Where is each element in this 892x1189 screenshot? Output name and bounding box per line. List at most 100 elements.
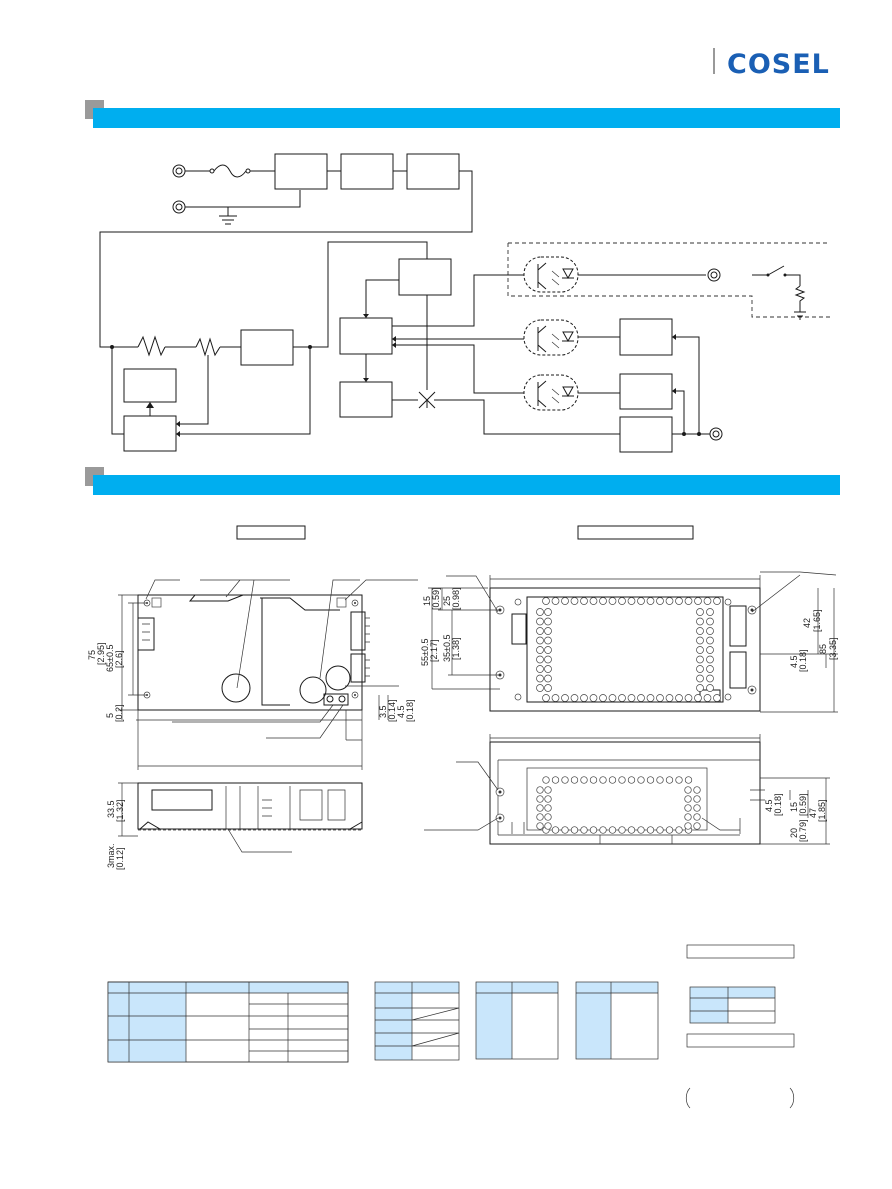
vent-hole [703, 694, 712, 702]
table-b [374, 981, 460, 1061]
vent-hole [599, 694, 607, 702]
vent-hole [544, 655, 552, 664]
vent-hole [684, 813, 692, 821]
dim-bottom-gap: 5 [105, 713, 115, 718]
vent-hole [646, 826, 655, 834]
dim-right-a-in: [0.14] [387, 699, 397, 722]
left-top-view [137, 579, 418, 739]
vent-hole [675, 597, 683, 605]
fuse-icon [209, 168, 215, 174]
vent-hole [646, 776, 655, 784]
vent-hole [544, 822, 552, 830]
block-pfc [406, 153, 460, 190]
vent-hole [589, 776, 598, 784]
left-side-view: 33.5 [1.32] 3max. [0.12] [106, 782, 363, 870]
vent-hole [706, 636, 714, 645]
vent-hole [536, 795, 544, 803]
vent-hole [580, 776, 588, 784]
vent-hole [693, 813, 701, 821]
dim-total-h-in: [3.35] [828, 637, 838, 660]
vent-hole [713, 694, 721, 702]
vent-hole [544, 813, 552, 821]
vent-hole [696, 665, 704, 673]
vent-hole [706, 627, 714, 635]
view-title-box-left [236, 525, 306, 540]
dim-top-b: 25 [442, 596, 452, 606]
resistor-icon [794, 285, 806, 312]
vent-hole [665, 694, 674, 702]
vent-hole [696, 608, 704, 616]
dim-side-a-in: [0.18] [773, 793, 783, 816]
vent-hole [696, 627, 704, 635]
vent-hole [536, 646, 544, 654]
remote-terminal [707, 268, 721, 282]
vent-hole [608, 597, 617, 605]
vent-hole [608, 826, 617, 834]
optocoupler-2 [523, 319, 579, 356]
block-converter [398, 258, 452, 296]
vent-hole [684, 776, 693, 784]
vent-hole [618, 597, 626, 605]
vent-hole [580, 597, 588, 605]
vent-hole [618, 694, 626, 702]
vent-hole [551, 826, 560, 834]
view-title-box-right [577, 525, 694, 540]
dim-side-c-in: [0.79] [798, 819, 808, 842]
vent-hole [544, 627, 552, 635]
vent-hole [536, 684, 544, 692]
dim-pitch-a-in: [2.17] [429, 639, 439, 662]
vent-hole [675, 694, 683, 702]
vent-hole [656, 826, 664, 834]
vent-hole [570, 694, 579, 702]
ventilation-holes-side [536, 776, 701, 834]
dim-max-height: 3max. [106, 843, 116, 868]
vent-hole [713, 597, 721, 605]
vent-hole [608, 776, 617, 784]
dim-top-gap: 15 [422, 596, 432, 606]
vent-hole [544, 684, 552, 692]
vent-hole [544, 804, 552, 812]
vent-hole [696, 655, 704, 664]
vent-hole [694, 597, 702, 605]
vent-hole [542, 694, 550, 702]
vent-hole [627, 776, 636, 784]
optocoupler-3 [523, 374, 579, 411]
vent-hole [536, 786, 544, 794]
vent-hole [536, 813, 544, 821]
battery-icon [794, 311, 806, 320]
right-side-view: 4.5 [0.18] 15 [0.59] 20 [0.79] 47 [1.85] [424, 734, 830, 845]
vent-hole [706, 608, 714, 616]
vent-hole [665, 776, 674, 784]
vent-hole [570, 826, 579, 834]
vent-hole [696, 646, 704, 654]
vent-hole [544, 786, 552, 794]
vent-hole [703, 597, 712, 605]
block-ocp [619, 373, 673, 410]
vent-hole [656, 694, 664, 702]
dim-right-a: 3.5 [378, 705, 388, 718]
vent-hole [627, 826, 636, 834]
vent-hole [561, 694, 569, 702]
dim-pitch-b: 35±0.5 [442, 635, 452, 662]
vent-hole [637, 776, 645, 784]
vent-hole [580, 826, 588, 834]
vent-hole [608, 694, 617, 702]
dim-right-h-in: [1.65] [812, 609, 822, 632]
section-bar-2 [93, 475, 840, 495]
spec-tables [107, 944, 795, 1109]
table-d [575, 981, 659, 1060]
right-top-view [446, 571, 838, 713]
vent-hole [637, 694, 645, 702]
note-brackets [685, 1087, 795, 1109]
vent-hole [551, 776, 560, 784]
vent-hole [696, 684, 704, 692]
dim-side-a: 4.5 [764, 799, 774, 812]
block-noise-filter [274, 153, 328, 190]
vent-hole [542, 597, 550, 605]
vent-hole [684, 597, 693, 605]
dim-side-b: 15 [789, 802, 799, 812]
input-terminal-ac-l [172, 164, 186, 178]
vent-hole [656, 776, 664, 784]
vent-hole [665, 826, 674, 834]
resistor-icon [195, 337, 221, 357]
